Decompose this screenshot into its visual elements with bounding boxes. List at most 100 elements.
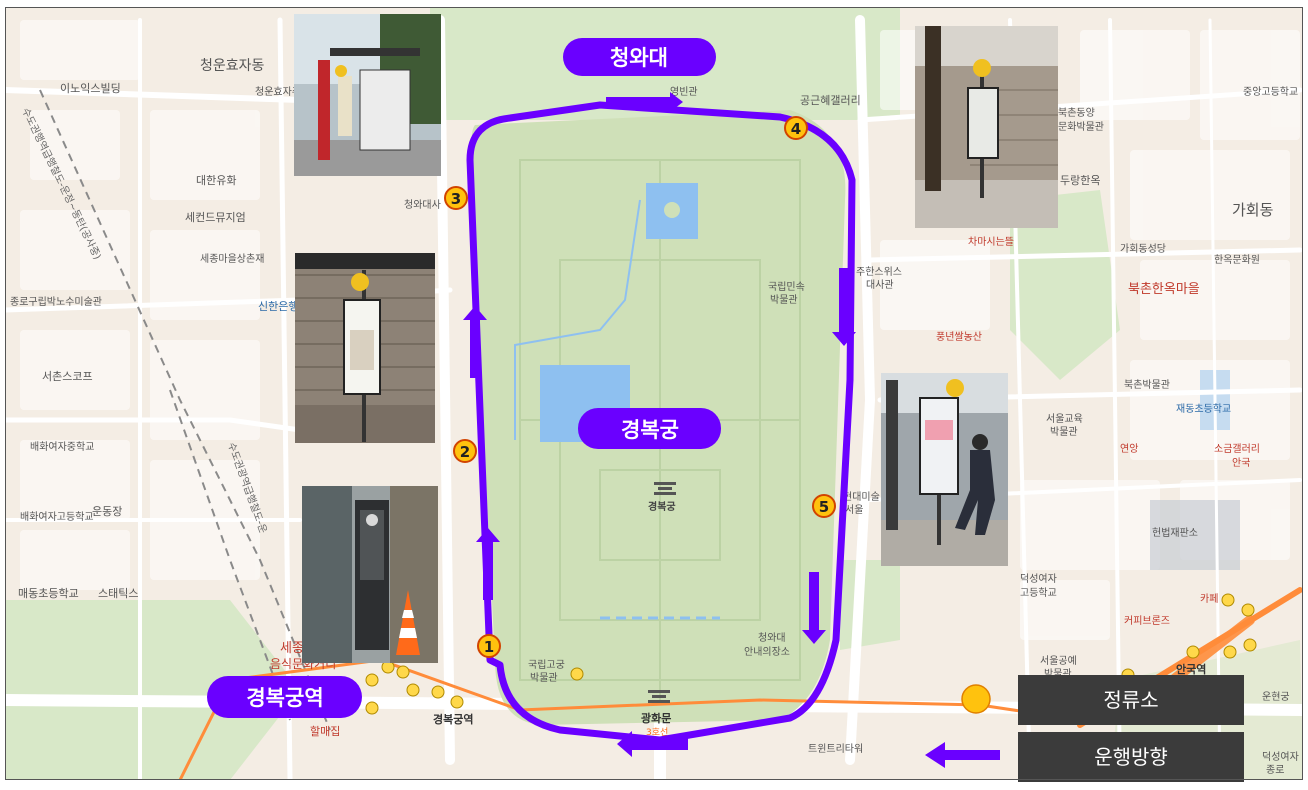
rail-construction-line-2 <box>169 389 291 721</box>
label-swiss2: 대사관 <box>866 279 894 291</box>
photo-stop-3 <box>294 14 441 176</box>
stop-number-1: 1 <box>484 638 494 656</box>
arrow-west <box>617 731 688 757</box>
label-chama: 차마시는뜰 <box>968 236 1014 248</box>
stop-badge-5[interactable]: 5 <box>812 494 836 518</box>
stop-badges: 1 2 3 4 5 <box>444 116 836 658</box>
label-gwanghwamun-exit: 3호선 <box>646 727 668 738</box>
label-duksung-girls: 덕성여자 <box>1020 573 1057 585</box>
label-palace-icon: 경복궁 <box>648 500 676 513</box>
label-anguk-gallery: 소금갤러리 <box>1214 443 1260 455</box>
title-pill-station: 경복궁역 <box>207 676 362 718</box>
arrow-east <box>606 92 683 112</box>
label-sejong-house: 세종마을상촌재 <box>200 253 264 265</box>
label-second-museum: 세컨드뮤지엄 <box>185 211 246 224</box>
legend-direction-label: 운행방향 <box>1094 745 1168 769</box>
title-gyeongbokgung: 경복궁 <box>621 418 679 442</box>
label-yeonmin: 영빈관 <box>670 86 698 98</box>
photo-stop-5 <box>881 373 1008 566</box>
label-deoksung2: 종로 <box>1266 764 1284 776</box>
legend-stop-box <box>1018 675 1244 725</box>
stop-badge-4[interactable]: 4 <box>784 116 808 140</box>
label-cheongun: 청운효자동 <box>200 58 265 74</box>
arrow-south-upper <box>832 268 856 346</box>
stream <box>514 199 641 440</box>
constitution-court-building <box>1150 500 1240 570</box>
label-hwamae: 할매집 <box>310 725 340 738</box>
stop-number-2: 2 <box>460 443 470 461</box>
shuttle-route <box>463 92 856 757</box>
label-seoul-craft: 서울공예 <box>1040 655 1077 667</box>
label-sejong-food1: 세종 <box>280 641 304 656</box>
label-gonggeun: 공근혜갤러리 <box>800 94 861 107</box>
label-gahoe: 가회동 <box>1232 201 1274 219</box>
label-uncheon: 운현궁 <box>1262 691 1290 703</box>
label-anguk-gallery2: 안국 <box>1232 457 1250 469</box>
legend-stop-label: 정류소 <box>1103 688 1158 712</box>
label-deoksung: 덕성여자 <box>1262 751 1299 763</box>
route-loop-line <box>466 101 856 744</box>
label-baehwa-middle: 배화여자중학교 <box>30 441 94 453</box>
label-folk2: 박물관 <box>770 294 798 306</box>
label-jaedong: 재동초등학교 <box>1176 403 1231 415</box>
label-cafe: 카페 <box>1200 593 1218 605</box>
label-inox: 이노익스빌딩 <box>60 82 121 95</box>
label-playground: 운동장 <box>92 505 122 518</box>
title-pill-cheongwadae: 청와대 <box>563 38 716 76</box>
label-hyundai2: 서울 <box>845 504 863 516</box>
legend: 정류소 운행방향 <box>925 675 1244 782</box>
photo-stop-1 <box>302 486 438 663</box>
label-anguk-station: 안국역 <box>1176 662 1206 676</box>
stop-number-4: 4 <box>791 120 801 138</box>
stop-number-5: 5 <box>819 498 829 516</box>
label-maedong: 매동초등학교 <box>18 587 79 600</box>
arrow-north-upper <box>463 306 487 378</box>
title-pill-gyeongbokgung: 경복궁 <box>578 408 721 449</box>
label-hyundai: 현대미술 <box>843 491 880 503</box>
photo-stop-2 <box>295 253 435 443</box>
label-seoul-edu: 서울교육 <box>1046 413 1083 425</box>
park-area-southwest <box>5 600 300 780</box>
pond-island <box>664 202 680 218</box>
label-gwanghwamun: 광화문 <box>641 711 671 725</box>
label-gahoe-church: 가회동성당 <box>1120 243 1166 255</box>
label-constitution: 헌법재판소 <box>1152 527 1198 539</box>
label-joongang: 중앙고등학교 <box>1243 86 1298 98</box>
stop-number-3: 3 <box>451 190 461 208</box>
route-direction-arrows <box>463 92 856 757</box>
title-station: 경복궁역 <box>246 686 323 710</box>
stop-badge-1[interactable]: 1 <box>477 634 501 658</box>
label-seochon: 서촌스코프 <box>42 370 93 383</box>
arrow-south-lower <box>802 572 826 644</box>
label-yeonang: 연앙 <box>1120 443 1138 455</box>
label-bukchon-village: 북촌한옥마을 <box>1128 282 1200 297</box>
label-bukchon-east: 북촌동양 <box>1058 107 1095 119</box>
label-folk1: 국립민속 <box>768 280 805 293</box>
legend-direction-box <box>1018 732 1244 782</box>
label-trimtower: 트윈트리타워 <box>808 742 863 755</box>
arrow-north-lower <box>476 528 500 600</box>
label-daehan: 대한유화 <box>196 174 236 187</box>
label-seoul-edu2: 박물관 <box>1050 426 1078 438</box>
gwanghwamun-icon <box>648 690 670 703</box>
label-cheongwadae-area: 청와대사 <box>404 199 441 211</box>
title-cheongwadae: 청와대 <box>610 46 668 70</box>
stop-badge-3[interactable]: 3 <box>444 186 468 210</box>
photo-stop-4 <box>915 26 1058 228</box>
legend-direction-arrow-icon <box>925 742 1000 768</box>
label-swiss: 주한스위스 <box>856 265 902 278</box>
label-baehwa-high: 배화여자고등학교 <box>20 511 94 523</box>
label-gyeongbokgung-station: 경복궁역 <box>433 712 473 726</box>
label-startics: 스태틱스 <box>98 587 138 600</box>
label-cheongwadae-sarang: 청와대 <box>758 632 786 644</box>
label-national-palace: 국립고궁 <box>528 658 565 671</box>
stop-badge-2[interactable]: 2 <box>453 439 477 463</box>
label-hanok-center: 한옥문화원 <box>1214 254 1260 266</box>
label-bukchon-museum: 북촌박물관 <box>1124 379 1170 391</box>
label-national-palace2: 박물관 <box>530 672 558 684</box>
label-shinhan: 신한은행 <box>258 300 298 313</box>
label-cheongwadae-sarang2: 안내의장소 <box>744 646 790 658</box>
label-coffee: 커피브론즈 <box>1124 615 1170 627</box>
